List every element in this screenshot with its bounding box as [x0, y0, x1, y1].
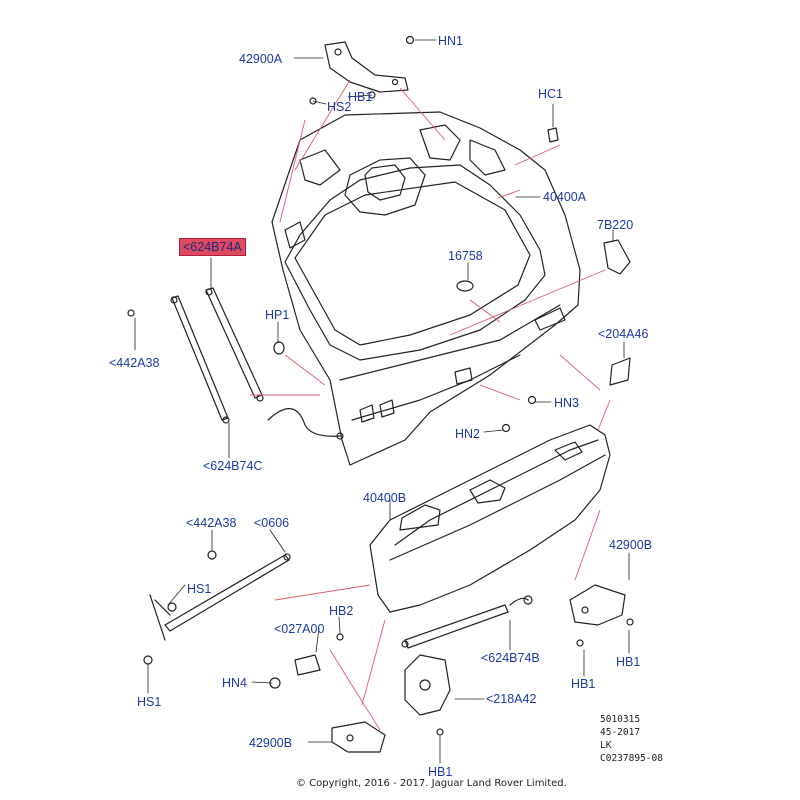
label-42900B-bottom[interactable]: 42900B: [249, 736, 293, 750]
label-624B74A-selected[interactable]: <624B74A: [179, 238, 246, 256]
lower-left-strut: [149, 553, 291, 641]
label-HN3[interactable]: HN3: [554, 396, 580, 410]
reference-code-1: 5010315: [600, 714, 641, 725]
label-442A38-top[interactable]: <442A38: [109, 356, 160, 370]
label-218A42[interactable]: <218A42: [486, 692, 537, 706]
label-HC1[interactable]: HC1: [538, 87, 564, 101]
label-16758[interactable]: 16758: [448, 249, 483, 263]
label-624B74B[interactable]: <624B74B: [481, 651, 540, 665]
leader-lines: [134, 39, 630, 764]
label-442A38-low[interactable]: <442A38: [186, 516, 237, 530]
lower-bottom-hinge: [331, 721, 386, 753]
label-42900B-right[interactable]: 42900B: [609, 538, 653, 552]
label-027A00[interactable]: <027A00: [274, 622, 325, 636]
wiring-harness: [267, 408, 341, 437]
label-HN1[interactable]: HN1: [438, 34, 464, 48]
small-fasteners: [127, 35, 634, 736]
label-HB1-mid[interactable]: HB1: [571, 677, 596, 691]
lower-right-hinge: [569, 584, 626, 626]
reference-code-4: C0237895-08: [600, 753, 663, 764]
label-HS1-lower[interactable]: HS1: [137, 695, 162, 709]
copyright-notice: © Copyright, 2016 - 2017. Jaguar Land Ro…: [296, 778, 567, 789]
label-40400A[interactable]: 40400A: [543, 190, 587, 204]
label-HN4[interactable]: HN4: [222, 676, 248, 690]
upper-hinge: [324, 41, 409, 93]
lower-right-gas-strut: [401, 595, 533, 649]
label-HB2[interactable]: HB2: [329, 604, 354, 618]
label-624B74C[interactable]: <624B74C: [203, 459, 263, 473]
upper-gas-struts: [170, 287, 264, 424]
label-HB1-bottom[interactable]: HB1: [428, 765, 453, 779]
label-0606[interactable]: <0606: [254, 516, 290, 530]
label-42900A[interactable]: 42900A: [239, 52, 283, 66]
highlight-leaders: [250, 79, 611, 731]
reference-block: 5010315 45-2017 LK C0237895-08: [600, 713, 663, 765]
label-HS1-upper[interactable]: HS1: [187, 582, 212, 596]
tailgate-latch: [404, 654, 451, 716]
label-HB1-right[interactable]: HB1: [616, 655, 641, 669]
label-40400B[interactable]: 40400B: [363, 491, 407, 505]
lower-tailgate-panel: [369, 424, 611, 613]
label-HS2[interactable]: HS2: [327, 100, 352, 114]
upper-tailgate-panel: [271, 111, 581, 466]
label-7B220[interactable]: 7B220: [597, 218, 634, 232]
label-HB1-top[interactable]: HB1: [348, 90, 373, 104]
label-HP1[interactable]: HP1: [265, 308, 290, 322]
reference-code-3: LK: [600, 740, 612, 751]
label-204A46[interactable]: <204A46: [598, 327, 649, 341]
reference-code-2: 45-2017: [600, 727, 641, 738]
label-HN2[interactable]: HN2: [455, 427, 481, 441]
